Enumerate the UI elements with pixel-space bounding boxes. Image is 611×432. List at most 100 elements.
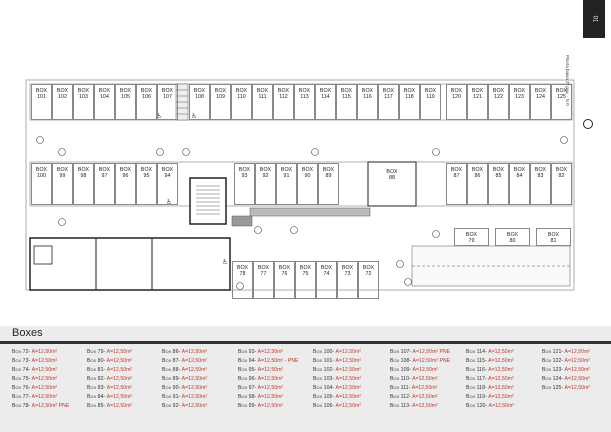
box-label: BOX bbox=[77, 167, 90, 173]
north-compass-icon bbox=[583, 119, 593, 129]
box-label: BOX bbox=[256, 88, 269, 94]
legend-entry: Box 87- A=12,50m² bbox=[162, 358, 208, 364]
box-number: 83 bbox=[537, 173, 544, 179]
box-number: 121 bbox=[473, 94, 482, 100]
legend-entry: Box 108- A=12,50m² PNE bbox=[390, 358, 451, 364]
box-88[interactable]: BOX 88 bbox=[376, 166, 408, 182]
legend-entry: Box 79- A=12,50m² bbox=[87, 349, 133, 355]
box-number: 95 bbox=[143, 173, 150, 179]
box-number: 78 bbox=[239, 271, 246, 277]
legend-entry: Box 86- A=12,50m² bbox=[162, 349, 208, 355]
legend-entry: Box 100- A=12,50m² bbox=[313, 349, 362, 355]
box-label: BOX bbox=[35, 167, 48, 173]
legend-entry: Box 104- A=12,50m² bbox=[313, 385, 362, 391]
box-number: 85 bbox=[495, 173, 502, 179]
box-number: 113 bbox=[300, 94, 309, 100]
box-label: BOX bbox=[555, 167, 568, 173]
box-label: BOX bbox=[35, 88, 48, 94]
legend-entry: Box 119- A=12,50m² bbox=[466, 394, 514, 400]
box-number: 102 bbox=[58, 94, 67, 100]
box-number: 73 bbox=[344, 271, 351, 277]
box-label: BOX bbox=[98, 167, 111, 173]
box-number: 116 bbox=[363, 94, 372, 100]
box-number: 75 bbox=[302, 271, 309, 277]
box-label: BOX bbox=[361, 88, 374, 94]
box-number: 103 bbox=[79, 94, 88, 100]
box-number: 100 bbox=[37, 173, 46, 179]
legend-entry: Box 83- A=12,50m² bbox=[87, 385, 133, 391]
legend-entry: Box 117- A=12,50m² bbox=[466, 376, 514, 382]
legend-entry: Box 96- A=12,50m² bbox=[238, 376, 284, 382]
box-label: BOX bbox=[386, 169, 398, 175]
legend-entry: Box 95- A=12,50m² bbox=[238, 367, 284, 373]
box-number: 123 bbox=[515, 94, 524, 100]
box-label: BOX bbox=[403, 88, 416, 94]
box-label: BOX bbox=[513, 88, 526, 94]
box-label: BOX bbox=[471, 167, 484, 173]
legend-entry: Box 110- A=12,50m² bbox=[390, 376, 438, 382]
box-label: BOX bbox=[465, 232, 478, 238]
box-number: 96 bbox=[122, 173, 129, 179]
box-label: BOX bbox=[140, 88, 153, 94]
